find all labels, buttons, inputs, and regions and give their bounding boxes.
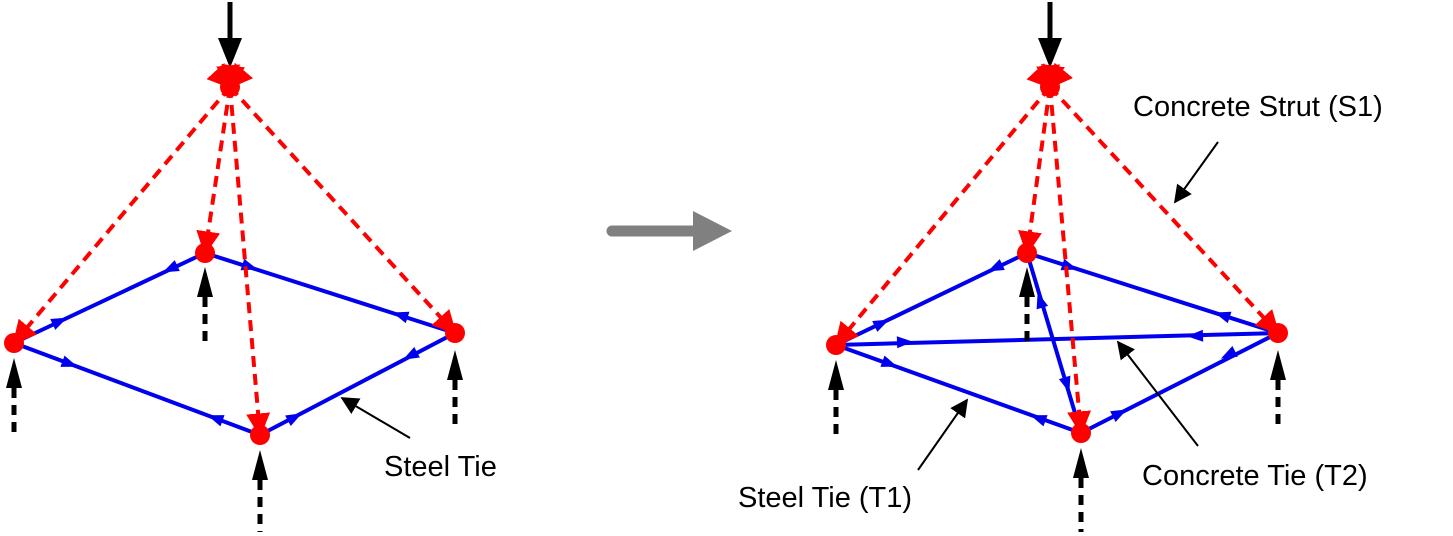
top-load-arrow (1038, 2, 1062, 68)
steel-tie-label: Steel Tie (384, 451, 497, 483)
concrete-strut-members (834, 62, 1280, 436)
concrete-strut-members (12, 62, 457, 438)
left-strut-tie-model: Steel Tie (4, 2, 497, 532)
strut-leader-line (1173, 141, 1219, 204)
support-reaction-arrows (6, 267, 463, 532)
concrete-tie-label: Concrete Tie (T2) (1142, 460, 1368, 492)
steel-tie-label: Steel Tie (T1) (738, 482, 912, 514)
nodes (826, 77, 1288, 443)
steel-tie-members (13, 251, 456, 437)
concrete-tie-leader-line (1116, 340, 1199, 447)
right-strut-tie-model: Concrete Strut (S1) Steel Tie (T1) Concr… (738, 2, 1383, 532)
nodes (4, 77, 465, 445)
concrete-strut-label: Concrete Strut (S1) (1133, 91, 1383, 123)
right-arrow-icon (606, 211, 732, 251)
support-reaction-arrows (828, 267, 1286, 532)
steel-tie-leader-line (917, 398, 969, 471)
top-load-arrow (218, 2, 242, 68)
tie-direction-arrowheads (50, 258, 420, 427)
steel-tie-leader-line (340, 397, 411, 439)
